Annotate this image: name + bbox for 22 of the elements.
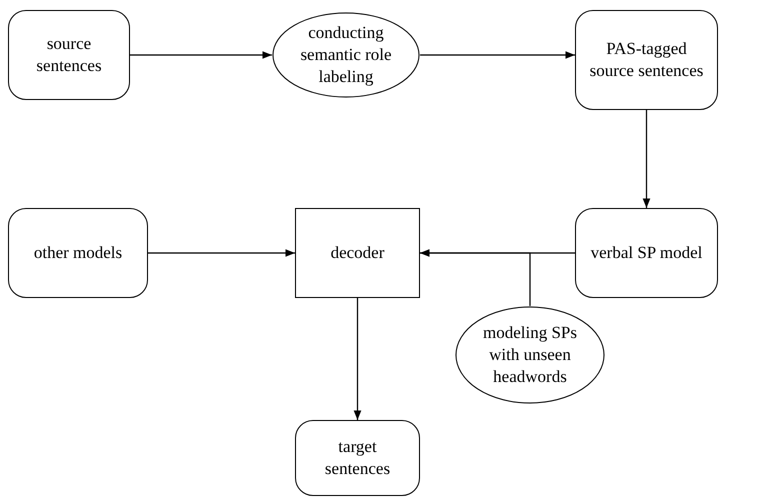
node-label: modeling SPs with unseen headwords bbox=[482, 322, 578, 388]
node-label: conducting semantic role labeling bbox=[299, 22, 393, 88]
rounded-box bbox=[8, 10, 130, 100]
node-label: decoder bbox=[330, 242, 384, 264]
rounded-box bbox=[575, 208, 718, 298]
node-label: verbal SP model bbox=[590, 242, 702, 264]
arrow bbox=[148, 249, 295, 257]
arrow bbox=[420, 249, 531, 306]
node-label: target sentences bbox=[324, 436, 392, 480]
process-box bbox=[295, 208, 420, 298]
rounded-box bbox=[295, 420, 420, 496]
arrow bbox=[130, 51, 272, 59]
arrow bbox=[354, 298, 362, 420]
rounded-box bbox=[575, 10, 718, 110]
arrow bbox=[420, 51, 575, 59]
arrow bbox=[642, 110, 650, 208]
node-label: PAS-tagged source sentences bbox=[588, 38, 704, 82]
node-label: other models bbox=[34, 242, 122, 264]
process-ellipse bbox=[455, 306, 605, 404]
node-label: source sentences bbox=[35, 33, 103, 77]
rounded-box bbox=[8, 208, 148, 298]
process-ellipse bbox=[272, 12, 420, 98]
